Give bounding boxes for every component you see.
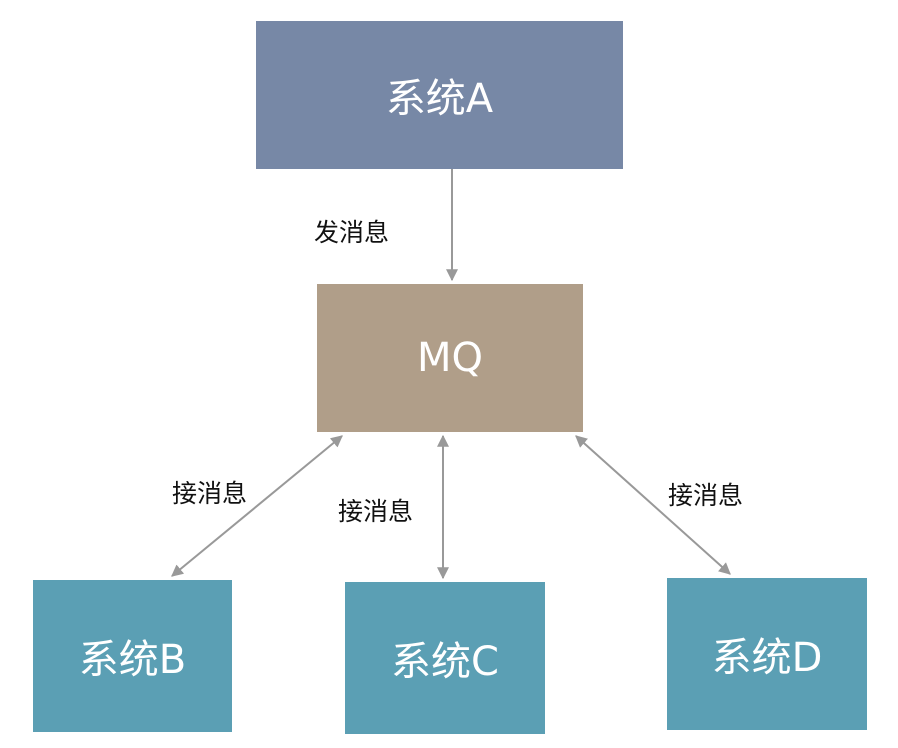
arrow-mq-b: [171, 435, 343, 577]
node-system-a-label: 系统A: [385, 76, 494, 122]
edge-label-send: 发消息: [314, 218, 390, 247]
node-system-d-label: 系统D: [711, 635, 823, 681]
node-system-b: 系统B: [33, 580, 232, 732]
node-system-b-label: 系统B: [78, 637, 187, 683]
node-system-c-label: 系统C: [391, 639, 499, 685]
node-mq: MQ: [317, 284, 583, 432]
node-system-d: 系统D: [667, 578, 867, 730]
node-system-a: 系统A: [256, 21, 623, 169]
node-mq-label: MQ: [417, 335, 483, 381]
arrow-mq-d: [575, 435, 731, 575]
node-system-c: 系统C: [345, 582, 545, 734]
edge-label-receive-c: 接消息: [338, 497, 414, 526]
